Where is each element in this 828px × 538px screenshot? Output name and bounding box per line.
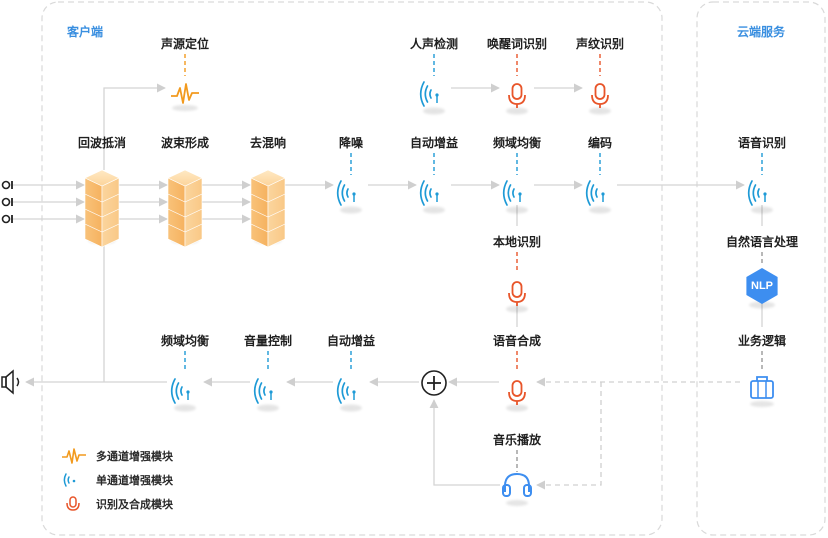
voice-detect-wave-icon — [419, 81, 445, 115]
node-icons — [1, 81, 778, 511]
channel-wave-icon — [336, 180, 362, 214]
legend-label-recog: 识别及合成模块 — [96, 498, 173, 511]
local-recog-mic-icon — [506, 281, 528, 313]
dereverb-cube-icon — [250, 169, 286, 248]
nlp-hexagon-icon — [746, 268, 778, 309]
label-echo-cancel: 回波抵消 — [77, 136, 127, 150]
channel-wave-icon — [585, 180, 611, 214]
label-tts: 语音合成 — [492, 334, 542, 348]
wake-word-mic-icon — [506, 83, 528, 115]
mic-input-icon — [1, 214, 13, 224]
label-agc-top: 自动增益 — [409, 136, 459, 150]
echo-cancel-cube-icon — [84, 169, 120, 248]
output-wave-icon — [253, 378, 279, 412]
output-wave-icon — [336, 378, 362, 412]
beamforming-cube-icon — [167, 169, 203, 248]
label-sound-source: 声源定位 — [160, 37, 210, 51]
section-client-title: 客户端 — [66, 25, 104, 39]
speech-recog-wave-icon — [747, 180, 773, 214]
mic-input-icon — [1, 180, 13, 190]
headphone-icon — [502, 472, 532, 506]
music-to-mix-line — [429, 399, 500, 486]
label-speech-recog: 语音识别 — [737, 136, 787, 150]
output-wave-icon — [170, 378, 196, 412]
label-eq-top: 频域均衡 — [492, 136, 542, 150]
label-beamforming: 波束形成 — [160, 136, 210, 150]
label-voiceprint: 声纹识别 — [575, 37, 625, 51]
mic-input-icon — [1, 197, 13, 207]
tts-mic-icon — [506, 380, 528, 412]
legend-label-single: 单通道增强模块 — [96, 474, 173, 487]
label-nlu: 自然语言处理 — [725, 235, 799, 249]
cloud-frame — [696, 1, 826, 536]
connector-lines — [12, 54, 763, 490]
label-local-recog: 本地识别 — [492, 235, 542, 249]
channel-wave-icon — [419, 180, 445, 214]
channel-wave-icon — [502, 180, 528, 214]
legend-multi-channel-wave-icon — [62, 448, 86, 464]
business-briefcase-icon — [750, 376, 774, 407]
label-denoise: 降噪 — [338, 136, 364, 150]
label-volume: 音量控制 — [243, 334, 293, 348]
label-wake-word: 唤醒词识别 — [486, 37, 548, 51]
label-encode: 编码 — [587, 136, 613, 150]
label-biz-logic: 业务逻辑 — [737, 334, 787, 348]
label-agc-bottom: 自动增益 — [326, 334, 376, 348]
legend-microphone-icon — [66, 496, 80, 511]
mixer-plus-icon — [421, 370, 447, 396]
speaker-icon — [1, 369, 20, 395]
biz-to-music-dash-line — [536, 382, 602, 490]
sound-source-pulse-icon — [171, 83, 199, 111]
echo-to-source-line — [103, 83, 166, 170]
label-music: 音乐播放 — [492, 433, 542, 447]
nlp-badge-text: NLP — [751, 280, 773, 292]
section-cloud-title: 云端服务 — [736, 25, 786, 39]
label-dereverb: 去混响 — [249, 136, 287, 150]
voiceprint-mic-icon — [589, 83, 611, 115]
legend-label-multi: 多通道增强模块 — [96, 450, 173, 463]
client-frame — [41, 1, 663, 536]
label-voice-detect: 人声检测 — [409, 37, 459, 51]
label-eq-bottom: 频域均衡 — [160, 334, 210, 348]
legend-single-channel-wave-icon — [63, 473, 76, 487]
